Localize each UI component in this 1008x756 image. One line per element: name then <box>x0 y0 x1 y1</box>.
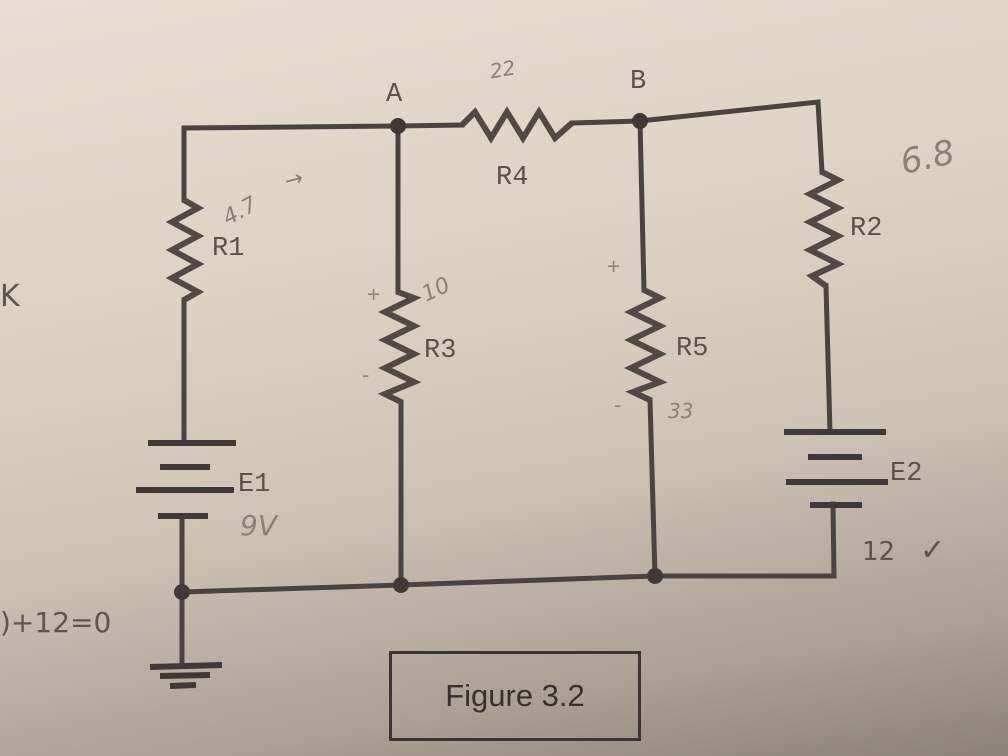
hand-r1-value: 4.7 <box>219 192 262 231</box>
hand-e2-check-icon: ✓ <box>920 533 945 568</box>
label-r4: R4 <box>496 163 528 193</box>
resistor-r1 <box>165 197 205 303</box>
hand-r3-minus: - <box>362 363 369 387</box>
hand-r5-plus: + <box>606 256 621 277</box>
wire-bottom-rail <box>179 573 658 595</box>
label-e2: E2 <box>890 459 922 489</box>
node-r3-bottom-dot <box>393 577 409 593</box>
hand-r1-arrow: → <box>282 166 306 195</box>
wire-r5-bottom <box>647 397 658 579</box>
hand-e1-value: 9V <box>240 509 279 542</box>
hand-r5-value: 33 <box>668 399 693 423</box>
wire-r2-e2 <box>823 283 833 435</box>
resistor-r4 <box>459 106 574 144</box>
label-r3: R3 <box>424 336 456 366</box>
node-b-dot <box>632 113 648 129</box>
label-r1: R1 <box>212 234 244 264</box>
node-label-a: A <box>386 80 403 110</box>
hand-r3-plus: + <box>366 284 381 305</box>
label-r2: R2 <box>850 214 882 244</box>
hand-e2-value: 12 <box>862 537 895 567</box>
hand-r4-value: 22 <box>488 55 517 83</box>
resistor-r3 <box>377 289 422 405</box>
wire-r4-b <box>569 118 643 126</box>
node-a-dot <box>390 118 406 134</box>
figure-caption: Figure 3.2 <box>445 678 585 713</box>
resistor-r2 <box>803 169 845 289</box>
node-r5-bottom-dot <box>647 568 663 584</box>
hand-margin-k: K <box>0 279 21 314</box>
label-e1: E1 <box>238 470 270 500</box>
figure-caption-box: Figure 3.2 <box>389 651 641 741</box>
hand-margin-equation: )+12=0 <box>0 606 111 639</box>
ground-icon <box>149 662 223 689</box>
wire-top-left <box>181 123 401 203</box>
node-label-b: B <box>630 67 646 97</box>
label-r5: R5 <box>676 334 708 364</box>
hand-r5-minus: - <box>614 393 621 417</box>
resistor-r5 <box>624 287 668 403</box>
wire-a-r4 <box>395 122 465 129</box>
wire-top-right <box>637 99 825 175</box>
hand-r3-value: 10 <box>418 273 454 307</box>
battery-e2 <box>784 429 888 508</box>
wire-b-r5 <box>637 118 647 293</box>
wire-e2-bottom <box>652 501 837 579</box>
battery-e1 <box>136 440 236 519</box>
node-ground-dot <box>174 584 190 600</box>
hand-r2-value: 6.8 <box>897 132 958 182</box>
